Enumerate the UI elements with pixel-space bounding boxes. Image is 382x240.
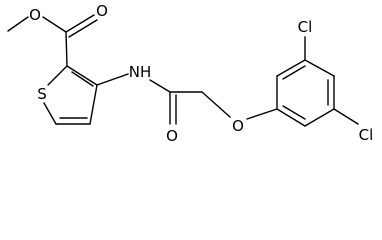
- bond-ar2-ar3: [276, 59, 306, 77]
- bonds: [7, 14, 359, 127]
- bond-ch2-o: [201, 91, 231, 118]
- bond-ar6-ar1-inner: [282, 105, 306, 120]
- bond-c3-n: [96, 73, 129, 86]
- bond-c2-c3-inner: [71, 71, 94, 87]
- atom-nh-amide: NH: [129, 63, 152, 81]
- atom-cl-top: Cl: [298, 18, 313, 36]
- atom-labels: O O S NH O O Cl Cl: [29, 2, 373, 145]
- bond-ar3-ar4: [304, 59, 335, 77]
- bond-c2-c3: [66, 65, 98, 86]
- bond-o-aryl: [246, 108, 278, 120]
- chemical-structure: O O S NH O O Cl Cl: [7, 2, 373, 145]
- bond-ar5-ar6: [304, 108, 335, 127]
- bond-c4-c3: [89, 84, 98, 125]
- bond-ester-to-ring: [65, 31, 68, 67]
- atom-o-ester-carbonyl: O: [96, 2, 108, 20]
- bond-methyl-o: [7, 16, 29, 32]
- atom-o-methoxy: O: [29, 6, 41, 24]
- bond-ar2-ar3-inner: [282, 65, 306, 80]
- atom-o-ether: O: [232, 117, 244, 135]
- bond-ester-carbonyl-double-a: [65, 14, 95, 33]
- bond-ar5-cl: [333, 108, 359, 125]
- bond-o-carbonyl-carbon: [42, 16, 67, 33]
- atom-o-amide-carbonyl: O: [166, 127, 178, 145]
- bond-n-carbonyl: [149, 79, 171, 93]
- bond-s-c5: [43, 102, 57, 125]
- bond-ester-carbonyl-double-b: [68, 19, 98, 38]
- atom-s-thiophene: S: [37, 85, 47, 103]
- atom-cl-bottom: Cl: [359, 126, 374, 144]
- bond-ar6-ar1: [276, 108, 306, 127]
- bond-c2-s: [47, 65, 68, 86]
